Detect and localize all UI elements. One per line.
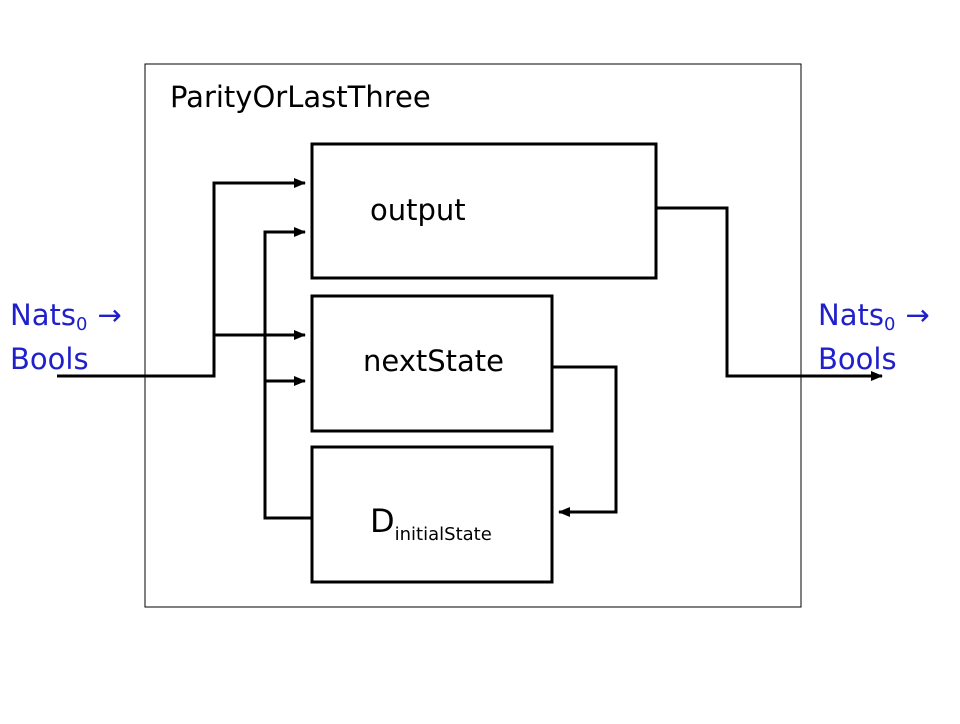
output-block-label: output xyxy=(370,193,466,227)
input-signal-type: Bools xyxy=(10,342,89,376)
output-signal-label: Nats0 → Bools xyxy=(818,298,930,376)
output-block xyxy=(310,142,658,280)
output-signal-line1: Nats0 → xyxy=(818,298,930,342)
delay-main-letter: D xyxy=(370,502,395,540)
state-wire xyxy=(263,227,312,520)
output-wire xyxy=(656,206,883,381)
input-signal-subscript: 0 xyxy=(75,314,88,335)
delay-subscript: initialState xyxy=(394,524,492,545)
next-state-block xyxy=(310,294,554,433)
module-frame xyxy=(144,63,802,608)
input-signal-label: Nats0 → Bools xyxy=(10,298,122,376)
input-wire xyxy=(57,178,306,378)
input-signal-line1: Nats0 → xyxy=(10,298,122,342)
output-signal-type: Bools xyxy=(818,342,897,376)
input-signal-arrow: → xyxy=(97,298,122,332)
output-signal-arrow: → xyxy=(905,298,930,332)
next-state-block-label: nextState xyxy=(363,344,505,378)
delay-block-label: DinitialState xyxy=(370,502,492,545)
feedback-wire xyxy=(552,365,618,517)
module-title: ParityOrLastThree xyxy=(170,80,431,114)
input-signal-name: Nats xyxy=(10,298,76,332)
output-signal-name: Nats xyxy=(818,298,884,332)
output-signal-subscript: 0 xyxy=(883,314,896,335)
delay-block xyxy=(310,445,554,584)
